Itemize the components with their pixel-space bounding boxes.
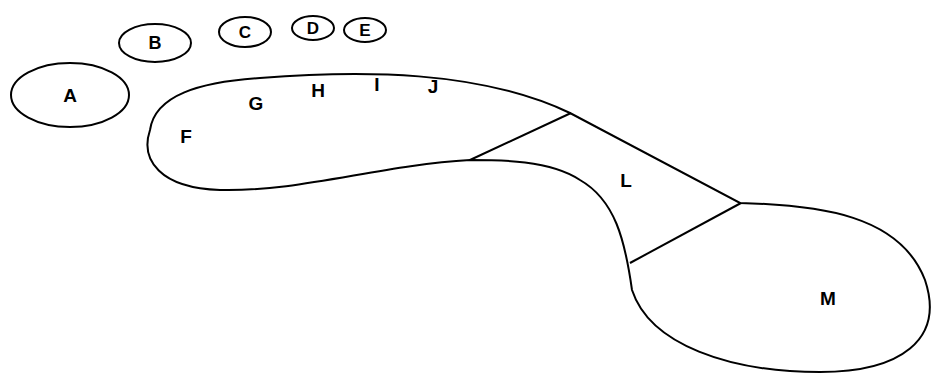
toe-ellipse: C (218, 16, 272, 48)
region-divider (630, 203, 741, 263)
toe-letter: E (359, 22, 370, 39)
region-letter: F (180, 127, 192, 146)
toe-outline (219, 17, 271, 47)
toe-letter: C (239, 24, 251, 41)
region-letter: I (374, 75, 379, 94)
toe-letter: A (63, 86, 77, 105)
toe-outline (292, 16, 334, 40)
region-letter: G (249, 94, 264, 113)
toe-ellipse: D (291, 15, 335, 41)
toe-outline (119, 24, 191, 62)
toe-outline (344, 18, 386, 42)
toe-letter: D (307, 20, 319, 37)
region-letter: J (428, 77, 439, 96)
region-divider (470, 113, 571, 160)
toe-outline (11, 63, 129, 127)
toe-ellipse: A (10, 62, 130, 128)
toe-ellipse: E (343, 17, 387, 43)
region-letter: M (820, 289, 836, 308)
region-letter: L (620, 171, 632, 190)
toe-letter: B (149, 34, 162, 52)
foot-sole (148, 74, 930, 372)
region-letter: H (311, 81, 325, 100)
toe-ellipse: B (118, 23, 192, 63)
